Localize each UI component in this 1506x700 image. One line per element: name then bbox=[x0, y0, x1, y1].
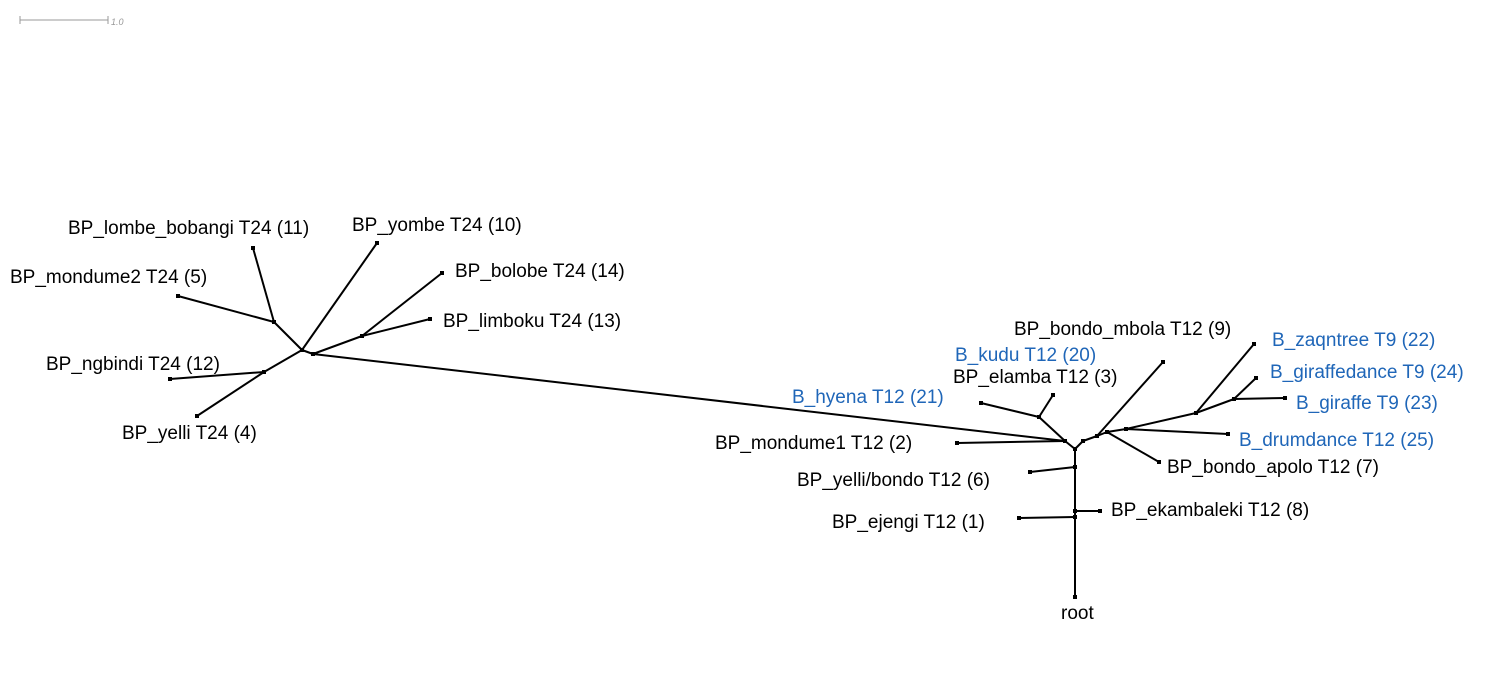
root-label: root bbox=[1061, 603, 1094, 624]
tree-branch bbox=[1195, 398, 1235, 414]
tree-node bbox=[1051, 393, 1055, 397]
tree-node bbox=[1226, 432, 1230, 436]
tree-node bbox=[195, 414, 199, 418]
tree-node bbox=[1157, 460, 1161, 464]
leaf-label-giraffe: B_giraffe T9 (23) bbox=[1296, 393, 1438, 414]
tree-node bbox=[251, 246, 255, 250]
leaf-label-hyena: B_hyena T12 (21) bbox=[792, 387, 944, 408]
tree-branch bbox=[169, 371, 265, 380]
leaf-label-ejengi: BP_ejengi T12 (1) bbox=[832, 512, 985, 533]
tree-branch bbox=[1106, 431, 1160, 463]
tree-node bbox=[375, 241, 379, 245]
tree-node bbox=[1037, 415, 1041, 419]
tree-node bbox=[979, 401, 983, 405]
tree-branch bbox=[312, 335, 363, 355]
tree-branch bbox=[273, 321, 303, 351]
tree-node bbox=[1017, 516, 1021, 520]
leaf-labels: BP_lombe_bobangi T24 (11) BP_yombe T24 (… bbox=[10, 215, 1464, 624]
scale-bar: 1.0 bbox=[19, 16, 124, 27]
leaf-label-ngbindi: BP_ngbindi T24 (12) bbox=[46, 354, 220, 375]
tree-branch bbox=[361, 272, 443, 337]
tree-node bbox=[440, 271, 444, 275]
leaf-label-kudu: B_kudu T12 (20) bbox=[955, 345, 1096, 366]
tree-node bbox=[428, 317, 432, 321]
leaf-label-ekambaleki: BP_ekambaleki T12 (8) bbox=[1111, 500, 1309, 521]
leaf-label-mondume1: BP_mondume1 T12 (2) bbox=[715, 433, 912, 454]
tree-node bbox=[1095, 434, 1099, 438]
tree-node bbox=[1063, 439, 1067, 443]
tree-node bbox=[360, 334, 364, 338]
leaf-label-zaqntree: B_zaqntree T9 (22) bbox=[1272, 330, 1435, 351]
tree-node bbox=[1073, 465, 1077, 469]
tree-node bbox=[1232, 397, 1236, 401]
leaf-label-yombe: BP_yombe T24 (10) bbox=[352, 215, 522, 236]
leaf-label-mondume2: BP_mondume2 T24 (5) bbox=[10, 267, 207, 288]
tree-node bbox=[1073, 515, 1077, 519]
tree-branch bbox=[956, 440, 1066, 444]
leaf-label-drumdance: B_drumdance T12 (25) bbox=[1239, 430, 1434, 451]
tree-node bbox=[311, 352, 315, 356]
tree-branch bbox=[252, 247, 275, 323]
tree-branch bbox=[1029, 466, 1076, 473]
tree-node bbox=[272, 320, 276, 324]
tree-node bbox=[262, 370, 266, 374]
scale-bar-label: 1.0 bbox=[111, 17, 124, 27]
tree-branch bbox=[1125, 428, 1229, 435]
tree-node bbox=[1098, 509, 1102, 513]
leaf-label-bolobe: BP_bolobe T24 (14) bbox=[455, 261, 625, 282]
tree-branch bbox=[1096, 361, 1164, 437]
tree-node bbox=[1254, 376, 1258, 380]
tree-node bbox=[176, 294, 180, 298]
tree-branch bbox=[1038, 416, 1066, 442]
tree-branch bbox=[361, 318, 431, 337]
tree-branch bbox=[1106, 428, 1127, 433]
tree-branch bbox=[1233, 377, 1257, 400]
tree-branch bbox=[177, 295, 275, 323]
tree-node bbox=[1252, 342, 1256, 346]
leaf-label-lombe-bobangi: BP_lombe_bobangi T24 (11) bbox=[68, 218, 309, 239]
leaf-label-limboku: BP_limboku T24 (13) bbox=[443, 311, 621, 332]
tree-branch bbox=[312, 353, 1066, 442]
leaf-label-yelli: BP_yelli T24 (4) bbox=[122, 423, 257, 444]
tree-node bbox=[1194, 411, 1198, 415]
leaf-label-bondo-apolo: BP_bondo_apolo T12 (7) bbox=[1167, 457, 1379, 478]
leaf-label-yelli-bondo: BP_yelli/bondo T12 (6) bbox=[797, 470, 990, 491]
leaf-label-giraffedance: B_giraffedance T9 (24) bbox=[1270, 362, 1464, 383]
tree-branch bbox=[980, 402, 1040, 418]
leaf-label-bondo-mbola: BP_bondo_mbola T12 (9) bbox=[1014, 319, 1231, 340]
tree-edges bbox=[169, 242, 1286, 597]
tree-branch bbox=[1233, 397, 1286, 400]
tree-branch bbox=[301, 242, 378, 351]
tree-nodes bbox=[168, 241, 1287, 599]
tree-branch bbox=[1125, 412, 1197, 430]
leaf-label-elamba: BP_elamba T12 (3) bbox=[953, 367, 1117, 388]
tree-node bbox=[1081, 439, 1085, 443]
tree-node bbox=[300, 348, 304, 352]
tree-node bbox=[955, 441, 959, 445]
tree-branch bbox=[1195, 343, 1255, 414]
tree-branch bbox=[1038, 394, 1054, 418]
tree-node bbox=[1161, 360, 1165, 364]
tree-node bbox=[1283, 396, 1287, 400]
tree-node bbox=[1073, 595, 1077, 599]
tree-node bbox=[1028, 470, 1032, 474]
tree-branch bbox=[263, 349, 303, 373]
tree-node bbox=[1124, 427, 1128, 431]
tree-node bbox=[168, 377, 172, 381]
tree-branch bbox=[196, 371, 265, 417]
tree-node bbox=[1073, 447, 1077, 451]
tree-node bbox=[1073, 509, 1077, 513]
tree-branch bbox=[1082, 435, 1098, 442]
tree-branch bbox=[1018, 516, 1076, 519]
tree-node bbox=[1105, 430, 1109, 434]
